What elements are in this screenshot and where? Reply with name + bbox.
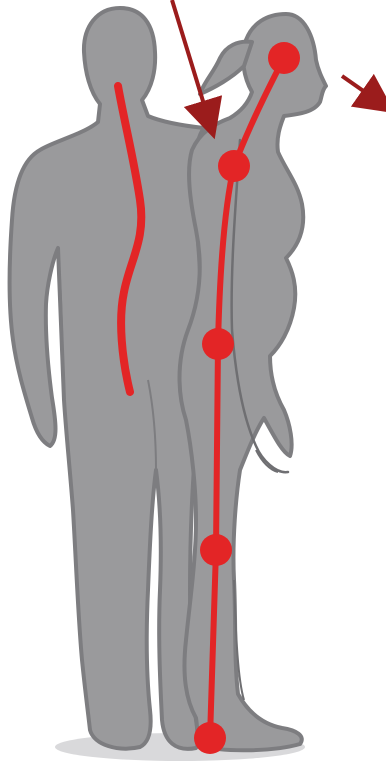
side-view-ponytail (200, 42, 252, 94)
upper-back-arrow (172, 0, 210, 124)
knee-point (200, 534, 232, 566)
ear-point (268, 42, 300, 74)
head-forward-arrow (342, 76, 382, 104)
rear-view-figure-body (10, 8, 205, 749)
hip-point (202, 328, 234, 360)
shoulder-point (218, 150, 250, 182)
rear-view-figure (10, 8, 205, 749)
side-view-figure (180, 14, 327, 754)
ankle-point (194, 722, 226, 754)
